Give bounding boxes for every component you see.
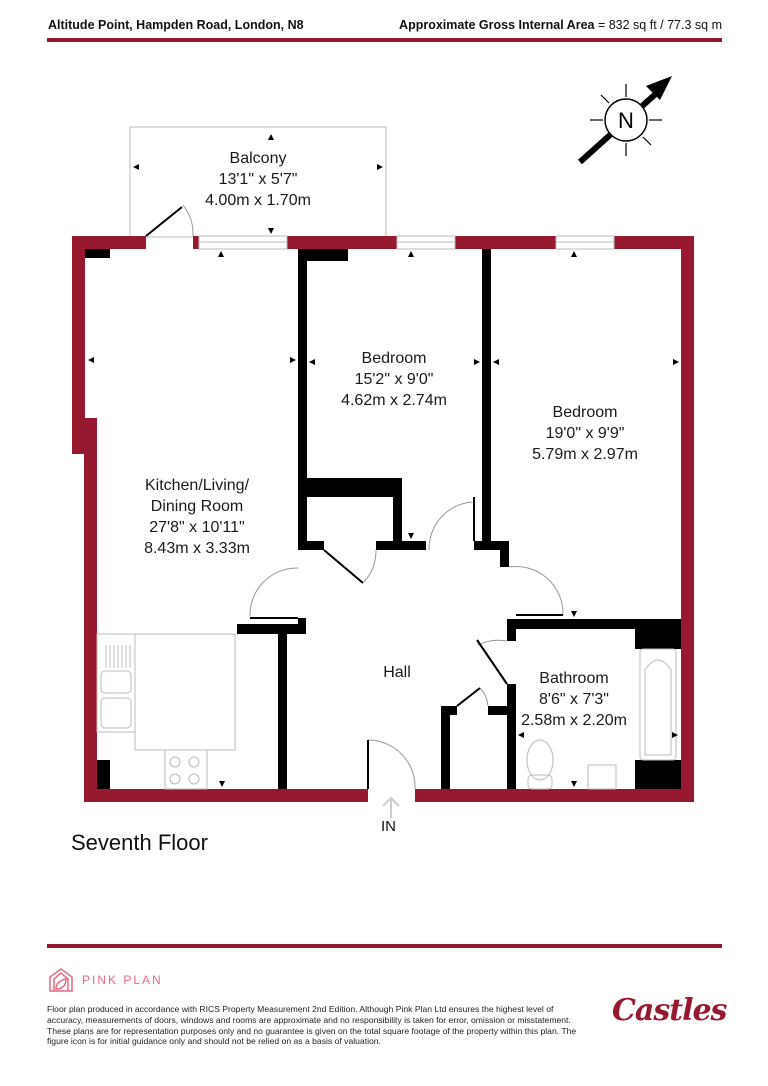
disclaimer: Floor plan produced in accordance with R…	[47, 1004, 577, 1047]
floor-plan: N	[72, 76, 694, 818]
footer-divider	[47, 944, 722, 948]
dimension-markers	[88, 134, 679, 787]
entrance-label: IN	[381, 818, 396, 835]
header: Altitude Point, Hampden Road, London, N8…	[48, 18, 722, 38]
pink-plan-brand: PINK PLAN	[82, 973, 163, 987]
room-label-hall: Hall	[383, 664, 411, 681]
property-address: Altitude Point, Hampden Road, London, N8	[48, 18, 304, 32]
header-divider	[47, 38, 722, 42]
castles-logo: Castles	[612, 993, 727, 1028]
external-walls	[72, 236, 694, 802]
gross-internal-area: Approximate Gross Internal Area = 832 sq…	[399, 18, 722, 32]
door-leaves	[145, 206, 563, 789]
north-arrow-icon: N	[577, 76, 672, 165]
door-swings	[182, 204, 564, 790]
internal-walls	[85, 249, 681, 789]
floor-label: Seventh Floor	[71, 830, 208, 855]
pink-plan-logo-icon	[49, 968, 73, 992]
kitchen-fittings	[96, 633, 236, 790]
entrance-arrow-icon	[382, 796, 400, 818]
svg-text:N: N	[618, 108, 634, 133]
bathroom-fittings	[526, 648, 677, 790]
